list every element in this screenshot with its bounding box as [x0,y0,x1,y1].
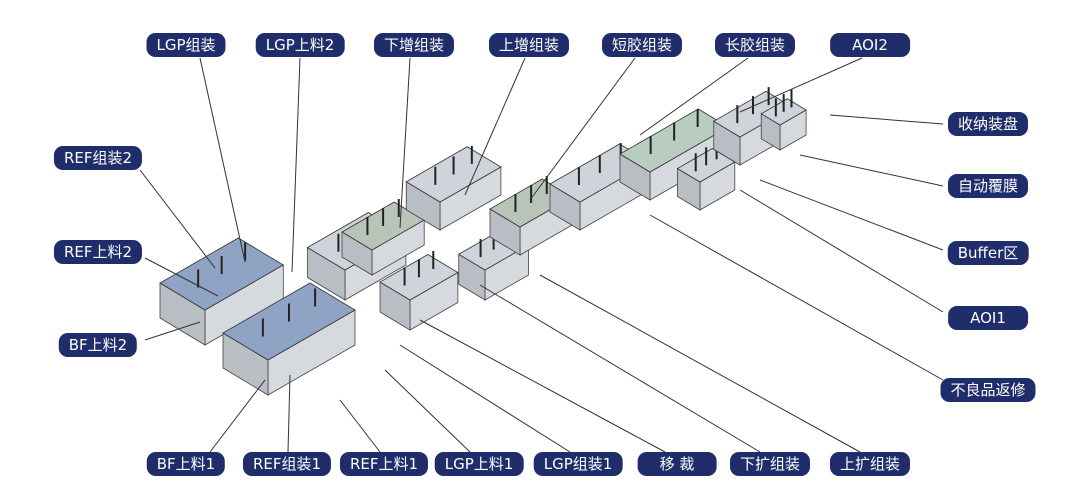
label-lgp-assembly-1: LGP组装1 [533,452,623,476]
leader-line-top-6 [739,57,863,113]
leader-line-bottom-0 [209,379,266,453]
label-ref-loading-2: REF上料2 [53,240,143,264]
leader-line-bottom-5 [419,319,666,453]
label-lgp-loading-1: LGP上料1 [434,452,524,476]
label-ref-assembly-1: REF组装1 [242,452,332,476]
leader-line-bottom-4 [399,344,571,453]
label-bf-loading-1: BF上料1 [146,452,226,476]
leader-line-bottom-7 [539,274,861,453]
label-bf-loading-2: BF上料2 [58,333,138,357]
machine-lgp-1 [379,251,459,331]
machine-lower-add [341,199,425,276]
label-ref-assembly-2: REF组装2 [53,146,143,170]
label-lower-expand-assembly: 下扩组装 [729,452,811,476]
label-aoi2: AOI2 [830,33,910,57]
leader-line-top-2 [399,57,411,229]
leader-line-bottom-2 [339,399,381,453]
label-short-tape-assembly: 短胶组装 [601,33,683,57]
leader-line-right-0 [829,114,944,125]
leader-line-left-1 [144,257,219,297]
leader-line-top-0 [199,57,246,263]
leader-line-right-4 [649,214,944,381]
machine-upper-add [405,145,502,231]
label-long-tape-assembly: 长胶组装 [714,33,796,57]
label-auto-film: 自动覆膜 [947,174,1029,198]
leader-line-bottom-6 [479,284,761,453]
label-lgp-loading-2: LGP上料2 [255,33,345,57]
leader-line-left-0 [139,169,216,269]
label-upper-expand-assembly: 上扩组装 [829,452,911,476]
machine-station-2 [159,237,285,346]
leader-line-bottom-1 [287,374,291,453]
machine-buffer [676,141,736,211]
leader-line-top-5 [639,57,749,136]
label-buffer-zone: Buffer区 [947,241,1029,265]
leader-line-top-4 [529,57,636,201]
label-upper-add-assembly: 上增组装 [488,33,570,57]
machine-aoi2 [760,89,807,151]
leader-line-right-3 [739,189,944,313]
label-transfer-cut: 移 裁 [637,452,717,476]
leader-line-left-2 [144,321,201,341]
leader-lines [139,57,944,453]
machine-station-1 [222,282,356,396]
leader-line-right-2 [759,179,944,251]
label-lower-add-assembly: 下增组装 [373,33,455,57]
label-defect-rework: 不良品返修 [940,378,1036,402]
leader-line-top-1 [291,57,301,273]
label-lgp-assembly: LGP组装 [146,33,226,57]
label-tray-storage: 收纳装盘 [947,112,1029,136]
label-aoi1: AOI1 [948,306,1028,330]
leader-line-bottom-3 [384,369,471,453]
leader-line-right-1 [799,154,944,187]
label-ref-loading-1: REF上料1 [339,452,429,476]
leader-line-top-3 [464,57,526,196]
production-line-machines [159,87,807,396]
